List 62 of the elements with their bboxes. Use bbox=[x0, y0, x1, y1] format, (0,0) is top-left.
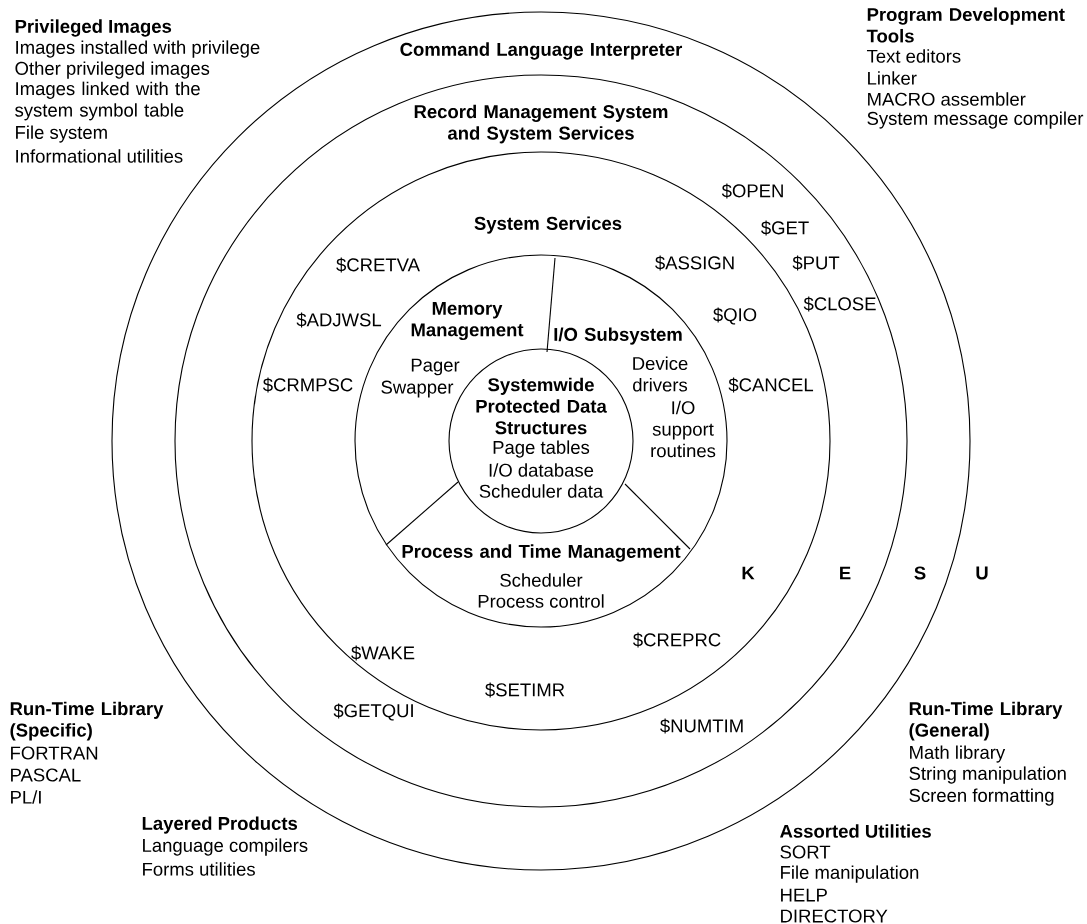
label: File manipulation bbox=[781, 865, 919, 883]
label: Text editors bbox=[867, 49, 961, 63]
label: Screen formatting bbox=[909, 788, 1054, 806]
heading: Assorted Utilities bbox=[780, 824, 931, 838]
label: $CRETVA bbox=[336, 257, 420, 273]
label: $SETIMR bbox=[485, 682, 565, 698]
label: System message compiler bbox=[867, 111, 1084, 129]
label: Linker bbox=[868, 71, 917, 85]
label: Language compilers bbox=[143, 838, 308, 856]
ring-title: Record Management System and System Services bbox=[414, 104, 668, 144]
label: $ASSIGN bbox=[655, 255, 734, 271]
list-item: Pager bbox=[411, 358, 460, 376]
label: $GET bbox=[761, 220, 809, 236]
heading: K bbox=[742, 566, 755, 580]
list-item: I/O support routines bbox=[651, 400, 716, 458]
list-item: I/O database bbox=[489, 463, 594, 477]
label: FORTRAN bbox=[11, 746, 98, 760]
label: Math library bbox=[910, 745, 1006, 763]
label: PASCAL bbox=[11, 768, 81, 782]
label: $PUT bbox=[792, 255, 840, 271]
ring-title: Command Language Interpreter bbox=[400, 42, 683, 60]
label: Images installed with privilege bbox=[16, 40, 260, 58]
ring-title: System Services bbox=[474, 216, 622, 234]
label: $QIO bbox=[713, 307, 757, 325]
heading: Run-Time Library (Specific) bbox=[10, 701, 164, 741]
ring-title: Memory Management bbox=[411, 301, 524, 341]
heading: Program Development Tools bbox=[866, 7, 1065, 43]
label: $CRMPSC bbox=[263, 377, 353, 393]
label: $ADJWSL bbox=[296, 312, 382, 328]
label: $CLOSE bbox=[803, 296, 876, 312]
label: SORT bbox=[780, 845, 831, 859]
label: $WAKE bbox=[351, 645, 415, 661]
label: Forms utilities bbox=[143, 862, 255, 876]
ring-title: I/O Subsystem bbox=[554, 327, 682, 345]
ring-title: Process and Time Management bbox=[402, 544, 681, 562]
label: $OPEN bbox=[721, 183, 783, 199]
heading: Privileged Images bbox=[15, 19, 172, 37]
list-item: Swapper bbox=[381, 380, 454, 398]
label: Images linked with the system symbol table bbox=[15, 81, 200, 121]
label: $NUMTIM bbox=[660, 718, 743, 734]
heading: Layered Products bbox=[142, 816, 298, 834]
heading: Run-Time Library (General) bbox=[909, 701, 1063, 741]
list-item: Device drivers bbox=[633, 356, 688, 392]
label: $GETQUI bbox=[333, 703, 413, 721]
label: Informational utilities bbox=[16, 149, 183, 163]
heading: E bbox=[840, 566, 851, 580]
list-item: Page tables bbox=[493, 440, 590, 458]
label: MACRO assembler bbox=[868, 92, 1026, 106]
label: PL/I bbox=[11, 790, 41, 804]
label: $CANCEL bbox=[728, 377, 814, 393]
label: DIRECTORY bbox=[781, 909, 888, 923]
label: Other privileged images bbox=[15, 61, 210, 79]
list-item: Scheduler data bbox=[479, 484, 604, 498]
ring-title: Systemwide Protected Data Structures bbox=[476, 377, 607, 435]
list-item: Process control bbox=[478, 594, 604, 608]
list-item: Scheduler bbox=[500, 573, 583, 587]
label: HELP bbox=[781, 888, 827, 902]
heading: S bbox=[914, 566, 926, 580]
label: $CREPRC bbox=[633, 632, 721, 648]
heading: U bbox=[976, 566, 988, 580]
label: File system bbox=[16, 125, 107, 143]
label: String manipulation bbox=[909, 766, 1066, 784]
